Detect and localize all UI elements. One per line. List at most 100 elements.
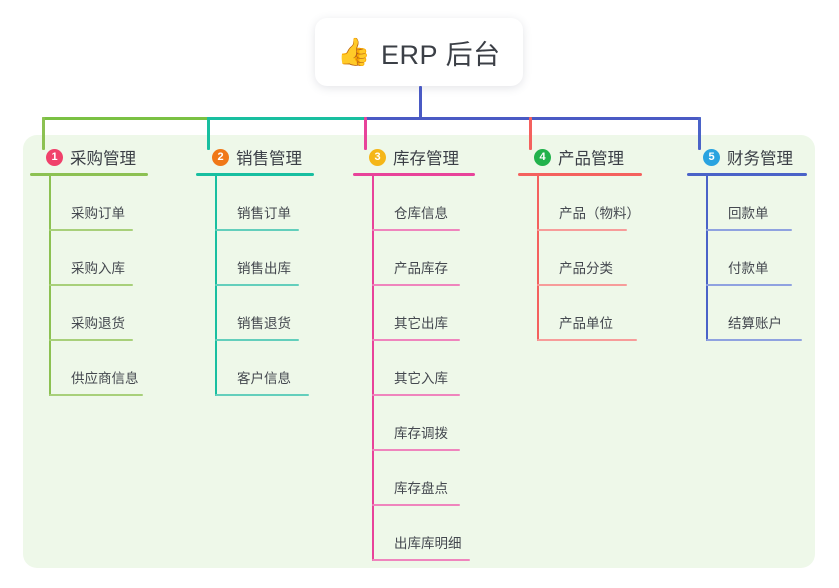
root-stem-line xyxy=(419,86,422,120)
branch-item-underline xyxy=(372,229,460,231)
branch-number-badge: 3 xyxy=(369,148,386,166)
branch-drop-2 xyxy=(207,117,210,150)
branch-item-label: 出库库明细 xyxy=(394,536,462,551)
branch-title: 产品管理 xyxy=(558,150,624,168)
branch-item-underline xyxy=(49,339,133,341)
branch-item-label: 其它入库 xyxy=(394,371,448,386)
branch-item-underline xyxy=(537,229,627,231)
thumbs-up-icon: 👍 xyxy=(337,36,372,67)
branch-drop-4 xyxy=(529,117,532,150)
branch-spine xyxy=(706,176,708,341)
branch-item-label: 仓库信息 xyxy=(394,206,448,221)
branch-item[interactable]: 销售订单 xyxy=(215,176,314,231)
branch-item-underline xyxy=(706,284,792,286)
branch-item-underline xyxy=(372,504,460,506)
branch-item[interactable]: 仓库信息 xyxy=(372,176,475,231)
branch-item-underline xyxy=(215,394,309,396)
branch-item-label: 采购订单 xyxy=(71,206,125,221)
branch-items-1: 采购订单采购入库采购退货供应商信息 xyxy=(30,176,148,396)
branch-item[interactable]: 客户信息 xyxy=(215,341,314,396)
branch-item[interactable]: 库存盘点 xyxy=(372,451,475,506)
branch-item-underline xyxy=(372,394,460,396)
branch-item-label: 结算账户 xyxy=(728,316,782,331)
branch-column-5: 5 财务管理回款单付款单结算账户 xyxy=(687,146,807,341)
branch-item-underline xyxy=(215,284,299,286)
branch-item[interactable]: 其它出库 xyxy=(372,286,475,341)
branch-item[interactable]: 供应商信息 xyxy=(49,341,148,396)
branch-item-label: 采购入库 xyxy=(71,261,125,276)
branch-title: 财务管理 xyxy=(727,150,793,168)
branch-item[interactable]: 产品分类 xyxy=(537,231,642,286)
branch-item-label: 产品库存 xyxy=(394,261,448,276)
branch-spine xyxy=(49,176,51,396)
branch-item-underline xyxy=(372,284,460,286)
bus-segment-right xyxy=(364,117,701,120)
branch-item[interactable]: 付款单 xyxy=(706,231,807,286)
branch-header-underline xyxy=(196,173,314,176)
branch-item[interactable]: 销售退货 xyxy=(215,286,314,341)
branch-header-underline xyxy=(687,173,807,176)
branch-item[interactable]: 出库库明细 xyxy=(372,506,475,561)
root-title: ERP 后台 xyxy=(381,39,501,70)
branch-items-3: 仓库信息产品库存其它出库其它入库库存调拨库存盘点出库库明细 xyxy=(353,176,475,561)
branch-item[interactable]: 其它入库 xyxy=(372,341,475,396)
branch-item-underline xyxy=(706,339,802,341)
branch-item-label: 库存调拨 xyxy=(394,426,448,441)
branch-item[interactable]: 回款单 xyxy=(706,176,807,231)
branch-spine xyxy=(537,176,539,341)
branch-item-underline xyxy=(372,559,470,561)
branch-item-underline xyxy=(49,394,143,396)
branch-item-label: 采购退货 xyxy=(71,316,125,331)
branch-item[interactable]: 采购退货 xyxy=(49,286,148,341)
branch-item[interactable]: 结算账户 xyxy=(706,286,807,341)
branch-column-2: 2 销售管理销售订单销售出库销售退货客户信息 xyxy=(196,146,314,396)
branch-item-label: 产品分类 xyxy=(559,261,613,276)
branch-item[interactable]: 销售出库 xyxy=(215,231,314,286)
branch-header-underline xyxy=(518,173,642,176)
branch-spine xyxy=(372,176,374,561)
branch-drop-5 xyxy=(698,117,701,150)
branch-items-5: 回款单付款单结算账户 xyxy=(687,176,807,341)
branch-item[interactable]: 产品（物料） xyxy=(537,176,642,231)
branch-item-underline xyxy=(537,339,637,341)
branch-item-label: 其它出库 xyxy=(394,316,448,331)
root-node[interactable]: 👍 ERP 后台 xyxy=(315,18,523,86)
branch-item[interactable]: 产品库存 xyxy=(372,231,475,286)
branch-header-5[interactable]: 5 财务管理 xyxy=(687,146,807,168)
branch-item-label: 库存盘点 xyxy=(394,481,448,496)
branch-item-underline xyxy=(49,284,133,286)
branch-header-2[interactable]: 2 销售管理 xyxy=(196,146,314,168)
branch-item[interactable]: 库存调拨 xyxy=(372,396,475,451)
branch-item[interactable]: 采购入库 xyxy=(49,231,148,286)
branch-item[interactable]: 采购订单 xyxy=(49,176,148,231)
bus-segment-mid xyxy=(207,117,367,120)
branch-title: 采购管理 xyxy=(70,150,136,168)
branch-header-underline xyxy=(30,173,148,176)
branch-item-label: 付款单 xyxy=(728,261,769,276)
branch-title: 销售管理 xyxy=(236,150,302,168)
branch-item-underline xyxy=(537,284,627,286)
branch-item-label: 销售订单 xyxy=(237,206,291,221)
branch-item[interactable]: 产品单位 xyxy=(537,286,642,341)
branch-spine xyxy=(215,176,217,396)
branch-items-4: 产品（物料） 产品分类产品单位 xyxy=(518,176,642,341)
branch-item-underline xyxy=(215,229,299,231)
branch-number-badge: 2 xyxy=(212,148,229,166)
branch-item-label: 销售退货 xyxy=(237,316,291,331)
bus-segment-left xyxy=(42,117,210,120)
diagram-background-panel xyxy=(23,135,815,568)
branch-item-label: 产品（物料） xyxy=(559,206,640,221)
branch-drop-1 xyxy=(42,117,45,150)
branch-item-underline xyxy=(215,339,299,341)
branch-header-underline xyxy=(353,173,475,176)
branch-item-underline xyxy=(49,229,133,231)
branch-drop-3 xyxy=(364,117,367,150)
branch-item-label: 销售出库 xyxy=(237,261,291,276)
branch-number-badge: 5 xyxy=(703,148,720,166)
